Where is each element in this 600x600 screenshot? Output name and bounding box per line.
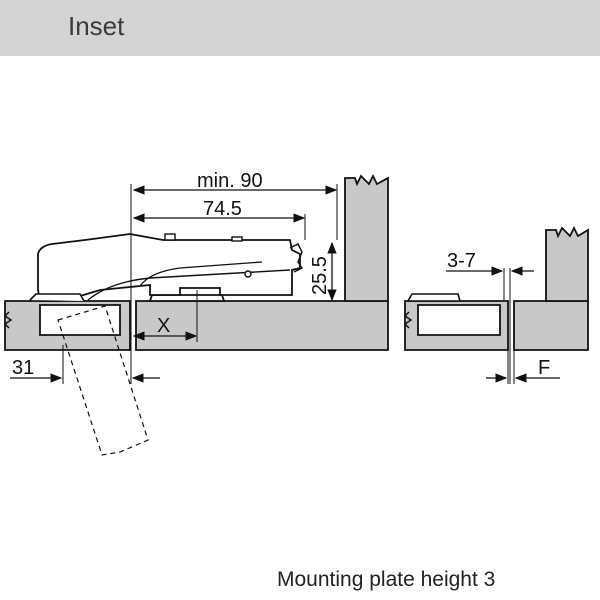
door-panel-left	[135, 300, 389, 351]
hinge-arm-inner-line-2	[139, 261, 263, 287]
mounting-plate-note: Mounting plate height 3	[277, 568, 496, 591]
hinge-cup-recess-right	[417, 304, 501, 336]
adjustment-screw	[244, 270, 252, 278]
cabinet-upright-right	[545, 225, 589, 302]
dim-label-min90: min. 90	[197, 170, 263, 192]
hinge-spring-clip	[289, 243, 304, 273]
mounting-plate-right	[406, 293, 462, 302]
dim-label-37: 3-7	[447, 250, 476, 272]
hinge-arm	[37, 233, 301, 302]
hinge-cup-recess	[39, 304, 121, 336]
door-open-outline	[57, 305, 149, 456]
hinge-arm-inner-line	[87, 269, 291, 301]
hinge-clip-tab-2	[231, 236, 243, 242]
dim-label-f: F	[538, 357, 550, 379]
page-title: Inset	[68, 11, 125, 41]
dim-label-x: X	[157, 315, 170, 337]
dim-label-745: 74.5	[203, 198, 242, 220]
dim-label-255: 25.5	[309, 256, 331, 295]
hinge-clip-tab	[164, 233, 176, 241]
cabinet-upright-left	[344, 173, 389, 302]
break-mark-right	[403, 311, 413, 329]
break-mark-left	[3, 311, 13, 329]
door-panel-right	[513, 300, 589, 351]
hinge-cup-top	[29, 293, 85, 302]
header-bar: Inset	[0, 0, 600, 56]
dim-label-31: 31	[12, 357, 34, 379]
